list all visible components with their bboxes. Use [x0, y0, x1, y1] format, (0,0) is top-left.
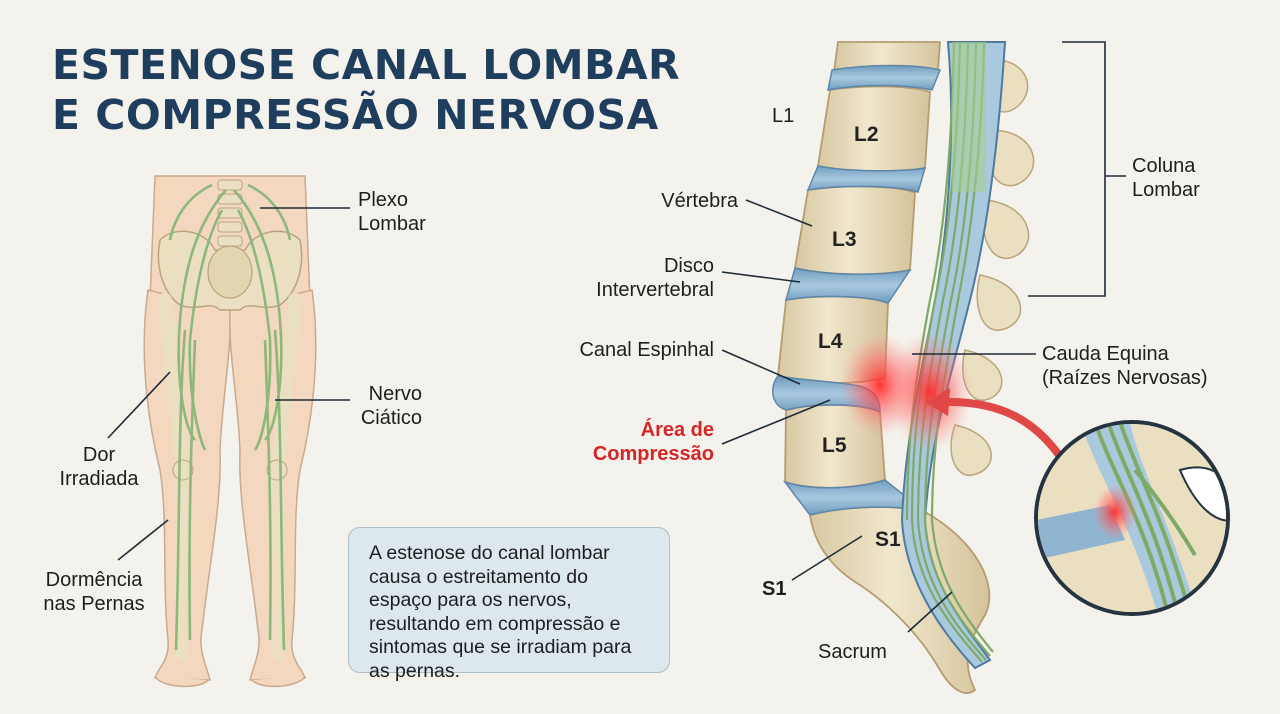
- vertebra-l4: L4: [818, 330, 843, 353]
- zoom-inset: [1034, 420, 1230, 616]
- spine-leader-lines: [721, 41, 1126, 633]
- info-box: A estenose do canal lombar causa o estre…: [348, 527, 670, 682]
- info-text: A estenose do canal lombar causa o estre…: [369, 542, 632, 682]
- label-dor-irradiada: Dor Irradiada: [59, 444, 139, 490]
- vertebra-s1: S1: [875, 528, 901, 551]
- label-nervo-ciatico: Nervo Ciático: [360, 383, 422, 429]
- label-coluna-lombar: Coluna Lombar: [1132, 155, 1200, 201]
- vertebra-l3: L3: [832, 228, 857, 251]
- vertebra-l2: L2: [854, 123, 879, 146]
- label-area-compressao: Área de Compressão: [592, 419, 714, 465]
- label-disco-intervertebral: Disco Intervertebral: [596, 255, 714, 301]
- body-figure: [143, 175, 317, 688]
- page-title: ESTENOSE CANAL LOMBAR E COMPRESSÃO NERVO…: [52, 40, 680, 140]
- label-vertebra: Vértebra: [661, 190, 738, 212]
- vertebra-l5: L5: [822, 434, 847, 457]
- vertebra-l1: L1: [772, 105, 795, 127]
- title-line-1: ESTENOSE CANAL LOMBAR: [52, 41, 681, 89]
- body-leader-lines: [107, 207, 350, 561]
- label-dormencia-pernas: Dormência nas Pernas: [43, 569, 145, 615]
- label-cauda-equina: Cauda Equina (Raízes Nervosas): [1042, 343, 1208, 389]
- label-sacrum: Sacrum: [818, 641, 887, 663]
- label-plexo-lombar: Plexo Lombar: [358, 189, 426, 235]
- label-s1-pointer: S1: [762, 578, 787, 600]
- title-line-2: E COMPRESSÃO NERVOSA: [52, 91, 659, 139]
- spine: [772, 41, 1035, 694]
- label-canal-espinhal: Canal Espinhal: [579, 339, 714, 361]
